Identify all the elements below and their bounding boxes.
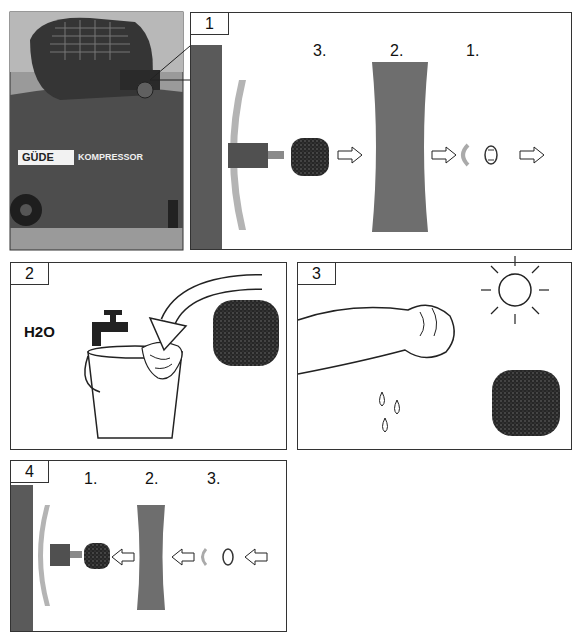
compressor-photo	[10, 12, 190, 250]
washing-art	[85, 282, 279, 438]
order-number: 2.	[145, 470, 158, 488]
logo-text: KOMPRESSOR	[78, 152, 143, 162]
step-panel: 1	[190, 12, 572, 250]
step-number: 3	[298, 263, 336, 285]
step-number: 2	[11, 263, 49, 285]
order-number: 1.	[466, 42, 479, 60]
order-number: 3.	[313, 42, 326, 60]
step-panel: 2	[10, 262, 287, 450]
step-number: 1	[191, 13, 229, 35]
order-number: 2.	[390, 42, 403, 60]
assembly-art	[11, 485, 267, 631]
drying-art	[298, 256, 560, 436]
order-number: 3.	[207, 470, 220, 488]
step-panel: 3	[297, 262, 572, 450]
water-symbol: H2O	[24, 323, 55, 340]
step-number: 4	[11, 461, 49, 483]
disassembly-art	[191, 45, 544, 249]
order-number: 1.	[84, 470, 97, 488]
logo-text: GÜDE	[22, 151, 54, 163]
